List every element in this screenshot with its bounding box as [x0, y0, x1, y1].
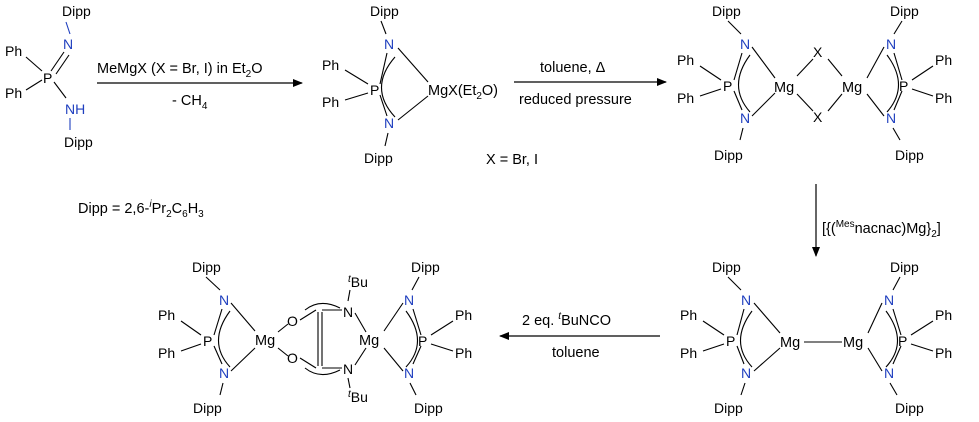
oxamide-bridged-product: Dipp N P Ph Ph N Mg Dipp O O N N tBu — [158, 259, 472, 416]
dipp-label: Dipp — [414, 400, 443, 416]
dipp-label: Dipp — [890, 3, 919, 19]
magnesium-label: Mg — [843, 335, 863, 351]
phenyl-label: Ph — [677, 90, 694, 106]
nitrogen-label: N — [886, 36, 896, 52]
phenyl-label: Ph — [455, 345, 472, 361]
phenyl-label: Ph — [680, 307, 697, 323]
phosphorus-label: P — [418, 333, 427, 349]
halide-definition: X = Br, I — [486, 152, 538, 168]
dipp-label: Dipp — [192, 259, 221, 275]
phosphorus-label: P — [899, 78, 908, 94]
dipp-label: Dipp — [411, 259, 440, 275]
byproduct-text: - CH4 — [172, 93, 208, 112]
phenyl-label: Ph — [455, 307, 472, 323]
nitrogen-label: N — [741, 365, 751, 381]
dipp-label: Dipp — [62, 3, 91, 19]
dipp-label: Dipp — [712, 3, 741, 19]
magnesium-label: Mg — [842, 80, 862, 96]
bridging-halide-label: X — [813, 109, 823, 125]
nitrogen-label: N — [219, 292, 229, 308]
dipp-label: Dipp — [64, 134, 93, 150]
nitrogen-label: N — [741, 292, 751, 308]
phosphorus-label: P — [43, 70, 52, 86]
dipp-label: Dipp — [714, 400, 743, 416]
phosphorus-label: P — [723, 78, 732, 94]
dipp-definition: Dipp = 2,6-iPr2C6H3 — [78, 199, 204, 220]
arrow-step-2: toluene, Δ reduced pressure — [514, 60, 667, 108]
nitrogen-label: N — [884, 365, 894, 381]
nitrogen-label: N — [404, 292, 414, 308]
phenyl-label: Ph — [935, 307, 952, 323]
dipp-label: Dipp — [370, 3, 399, 19]
bridging-halide-label: X — [813, 44, 823, 60]
nitrogen-label: N — [384, 115, 394, 131]
phosphorus-label: P — [898, 333, 907, 349]
magnesium-label: Mg — [255, 333, 275, 349]
phenyl-label: Ph — [680, 345, 697, 361]
magnesium-magnesium-dimer: Dipp N P Ph Ph N Mg Mg Dipp Dipp N P N P… — [680, 259, 952, 416]
dipp-label: Dipp — [364, 150, 393, 166]
phenyl-label: Ph — [322, 57, 339, 73]
condition-text: reduced pressure — [519, 92, 632, 108]
imine-n-label: N — [63, 36, 73, 52]
ligand-precursor: Dipp N P Ph Ph NH Dipp — [5, 3, 93, 150]
magnesium-label: Mg — [774, 80, 794, 96]
tert-butyl-label: tBu — [348, 274, 368, 290]
nitrogen-label: N — [343, 304, 353, 320]
dipp-label: Dipp — [895, 400, 924, 416]
dipp-label: Dipp — [193, 400, 222, 416]
tert-butyl-label: tBu — [348, 389, 368, 405]
phenyl-label: Ph — [5, 43, 22, 59]
arrow-step-1: MeMgX (X = Br, I) in Et2O - CH4 — [97, 61, 303, 112]
magnesium-label: Mg — [359, 333, 379, 349]
arrow-step-4: 2 eq. tBuNCO toluene — [499, 311, 660, 361]
reagent-text: [{(Mesnacnac)Mg}2] — [822, 219, 941, 240]
phosphorus-label: P — [203, 333, 212, 349]
oxygen-label: O — [287, 350, 298, 366]
phosphorus-label: P — [726, 333, 735, 349]
nitrogen-label: N — [219, 365, 229, 381]
nitrogen-label: N — [740, 36, 750, 52]
phenyl-label: Ph — [935, 345, 952, 361]
nitrogen-label: N — [886, 110, 896, 126]
phenyl-label: Ph — [5, 85, 22, 101]
nitrogen-label: N — [343, 361, 353, 377]
phenyl-label: Ph — [158, 345, 175, 361]
arrow-step-3: [{(Mesnacnac)Mg}2] — [812, 184, 941, 257]
oxygen-label: O — [287, 313, 298, 329]
phenyl-label: Ph — [935, 52, 952, 68]
phenyl-label: Ph — [677, 52, 694, 68]
dipp-label: Dipp — [890, 259, 919, 275]
magnesium-halide-etherate: Dipp N P Ph Ph N MgX(Et2O) Dipp — [322, 3, 498, 166]
mgx-etherate-label: MgX(Et2O) — [428, 83, 498, 102]
phenyl-label: Ph — [158, 307, 175, 323]
magnesium-label: Mg — [780, 335, 800, 351]
nitrogen-label: N — [740, 110, 750, 126]
dipp-label: Dipp — [714, 147, 743, 163]
amine-nh-label: NH — [65, 101, 85, 117]
phosphorus-label: P — [370, 82, 379, 98]
nitrogen-label: N — [384, 36, 394, 52]
nitrogen-label: N — [884, 292, 894, 308]
solvent-text: toluene — [552, 345, 600, 361]
nitrogen-label: N — [404, 365, 414, 381]
dipp-label: Dipp — [712, 259, 741, 275]
reagent-text: MeMgX (X = Br, I) in Et2O — [97, 61, 263, 80]
dipp-label: Dipp — [895, 147, 924, 163]
condition-text: toluene, Δ — [540, 60, 606, 76]
phenyl-label: Ph — [322, 94, 339, 110]
halide-bridged-dimer: Dipp N P Ph Ph N Mg Dipp X X Mg Dipp N P… — [677, 3, 952, 163]
phenyl-label: Ph — [935, 90, 952, 106]
reagent-text: 2 eq. tBuNCO — [522, 311, 611, 329]
